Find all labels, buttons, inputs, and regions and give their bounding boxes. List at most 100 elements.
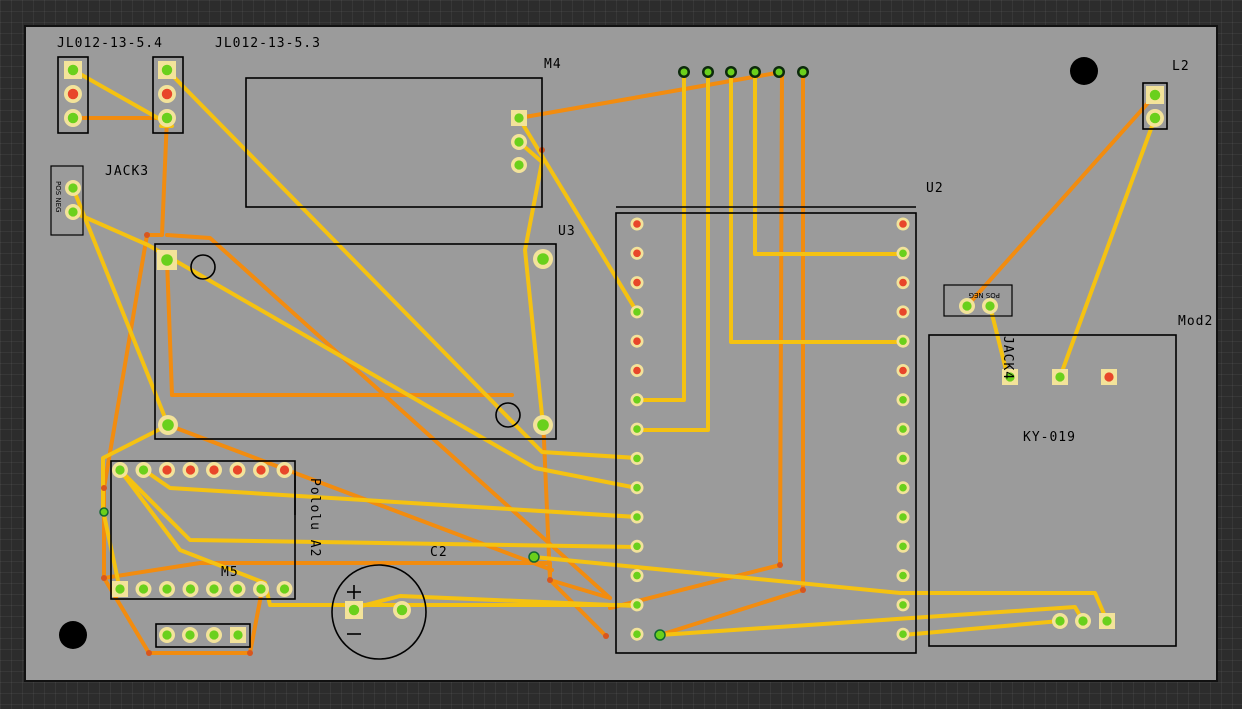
pad <box>630 305 644 319</box>
pad <box>511 157 527 173</box>
pad <box>158 85 176 103</box>
m4-outline <box>245 77 543 208</box>
pad <box>896 569 910 583</box>
label-c2: C2 <box>430 545 448 560</box>
label-u3: U3 <box>558 224 576 239</box>
label-jl012-13-5-4: JL012-13-5.4 <box>57 36 163 51</box>
pad <box>159 462 175 478</box>
header-pin <box>773 66 785 78</box>
pad <box>253 462 269 478</box>
label-m4: M4 <box>544 57 562 72</box>
label-l2: L2 <box>1172 59 1190 74</box>
pad <box>630 598 644 612</box>
pad <box>393 601 411 619</box>
pad <box>1146 109 1164 127</box>
pad <box>630 539 644 553</box>
pad <box>896 364 910 377</box>
pad <box>896 510 910 524</box>
header-pin <box>678 66 690 78</box>
pad <box>1101 369 1117 385</box>
mounting-hole-icon <box>1070 57 1098 85</box>
pad <box>112 462 128 478</box>
pad <box>982 298 998 314</box>
pad <box>158 61 176 79</box>
header-pin <box>749 66 761 78</box>
pad <box>182 581 199 597</box>
pad <box>511 134 527 150</box>
pad <box>65 180 81 196</box>
jack4-silk-text: POS NEG <box>969 291 1000 299</box>
pad <box>630 217 644 231</box>
pad <box>253 581 269 597</box>
pad <box>159 627 175 643</box>
pad <box>1099 613 1115 629</box>
vias <box>99 147 806 656</box>
pololu-outline <box>110 460 296 600</box>
pad <box>511 110 527 126</box>
pad <box>206 581 222 597</box>
pad <box>182 462 199 478</box>
header-pin <box>725 66 737 78</box>
jl012-13-5-4-outline <box>57 56 89 134</box>
c2-outline <box>331 564 427 660</box>
pad <box>1002 369 1018 385</box>
pad <box>630 276 644 290</box>
pad <box>1052 369 1068 385</box>
pad <box>64 61 82 79</box>
jack4-outline <box>943 284 1013 317</box>
pad <box>533 249 553 269</box>
label-u2: U2 <box>926 181 944 196</box>
capacitor-polarity-icon <box>347 585 361 635</box>
pad <box>630 393 644 407</box>
pad <box>896 393 910 407</box>
mod2-outline <box>928 334 1177 647</box>
pad <box>630 422 644 436</box>
pad <box>64 85 82 103</box>
label-jack4: JACK4 <box>1000 336 1015 380</box>
u3-hole-marker <box>190 254 216 280</box>
pads <box>64 61 1164 643</box>
pad <box>630 246 644 260</box>
pad <box>345 601 363 619</box>
pad <box>630 481 644 495</box>
pad <box>135 581 152 597</box>
jack3-outline <box>50 165 84 236</box>
component-labels: JL012-13-5.4 JL012-13-5.3 M4 L2 JACK3 U2… <box>54 36 1212 580</box>
pad <box>64 109 82 127</box>
pad <box>229 462 246 478</box>
pad <box>896 217 910 231</box>
pad <box>135 462 152 478</box>
pad <box>630 510 644 524</box>
pad <box>229 581 246 597</box>
header-pin <box>797 66 809 78</box>
pad <box>1052 613 1068 629</box>
pad <box>206 462 222 478</box>
pad <box>896 598 910 612</box>
header-pin <box>702 66 714 78</box>
mounting-hole-icon <box>59 621 87 649</box>
pad <box>630 569 644 583</box>
u2-outline <box>615 212 917 654</box>
l2-outline <box>1142 82 1168 130</box>
pad <box>1146 86 1164 104</box>
pad <box>533 415 553 435</box>
pcb-board <box>24 25 1218 682</box>
pad <box>630 364 644 377</box>
pad <box>182 627 198 643</box>
pad <box>65 204 81 220</box>
pad <box>276 462 293 478</box>
pad <box>896 451 910 465</box>
label-jl012-13-5-3: JL012-13-5.3 <box>215 36 321 51</box>
pad <box>896 627 910 641</box>
u3-outline <box>154 243 557 440</box>
jl012-13-5-3-outline <box>152 56 184 134</box>
pad <box>896 334 910 348</box>
pad <box>230 627 246 643</box>
pad <box>276 581 293 597</box>
pad <box>158 109 176 127</box>
pad <box>896 276 910 290</box>
label-m5: M5 <box>221 565 239 580</box>
pad <box>159 581 175 597</box>
pad <box>630 334 644 348</box>
label-pololu-a2: Pololu A2 <box>307 478 322 557</box>
